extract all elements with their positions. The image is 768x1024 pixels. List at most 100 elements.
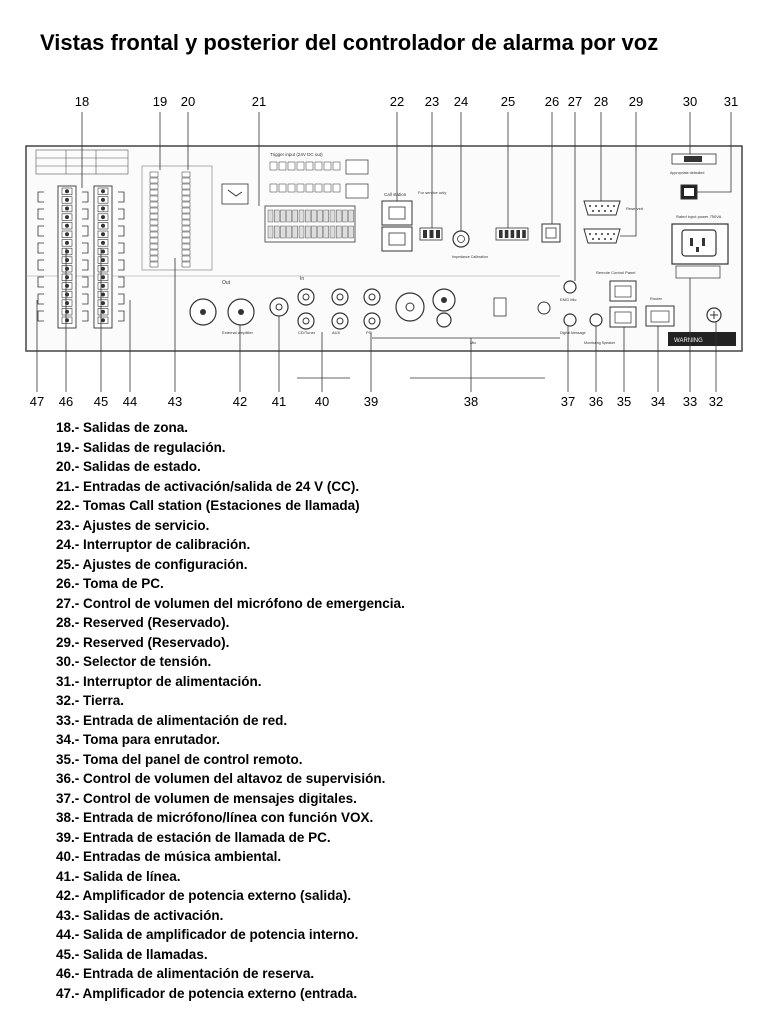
zone-terminal-block-left — [57, 185, 77, 329]
legend-item: 41.- Salida de línea. — [56, 868, 181, 884]
rated-power-label: Rated input power 750VA — [676, 214, 722, 219]
callout-numbers-bottom: 47 46 45 44 43 42 41 40 39 38 37 36 35 34 33 32 — [30, 394, 723, 409]
svg-text:WARNING: WARNING — [674, 338, 703, 344]
calibration-switch: Impedance Calibration — [452, 230, 488, 259]
callout-number: 47 — [30, 394, 44, 409]
legend-item: 42.- Amplificador de potencia externo (s… — [56, 888, 352, 903]
aux-label: AUX — [332, 330, 341, 335]
router-label: Router — [650, 296, 663, 301]
audio-out-xlr-section: Out External amplifier — [189, 280, 289, 335]
zone-terminal-block-right — [93, 185, 113, 329]
pc-usb-socket — [541, 223, 561, 243]
callout-number: 29 — [629, 94, 643, 109]
legend-item: 25.- Ajustes de configuración. — [56, 556, 248, 572]
legend-item: 21.- Entradas de activación/salida de 24… — [56, 478, 360, 494]
pc-label: PC — [366, 330, 372, 335]
mains-inlet: Rated input power 750VA — [671, 214, 729, 279]
callout-number: 34 — [651, 394, 665, 409]
legend-item: 44.- Salida de amplificador de potencia … — [56, 927, 359, 942]
legend-item: 33.- Entrada de alimentación de red. — [56, 712, 288, 728]
callout-number: 22 — [390, 94, 404, 109]
legend-item: 26.- Toma de PC. — [56, 576, 164, 591]
trigger-label: Trigger input (24V DC out) — [270, 152, 323, 157]
legend-item: 22.- Tomas Call station (Estaciones de l… — [56, 498, 360, 513]
reserved-label: Reserved — [626, 206, 643, 211]
callout-number: 24 — [454, 94, 468, 109]
music-inputs-rca: In CD/Tuner AUX PC — [297, 276, 381, 335]
call-station-sockets: Call station — [381, 192, 413, 252]
trigger-input-block: Trigger input (24V DC out) — [264, 152, 369, 243]
callout-number: 45 — [94, 394, 108, 409]
legend-item: 18.- Salidas de zona. — [56, 420, 189, 435]
callout-number: 18 — [75, 94, 89, 109]
ext-amp-label: External amplifier — [222, 330, 254, 335]
legend-item: 46.- Entrada de alimentación de reserva. — [56, 966, 315, 981]
legend-item: 38.- Entrada de micrófono/línea con func… — [56, 810, 374, 825]
legend-item: 20.- Salidas de estado. — [56, 459, 201, 474]
out-label: Out — [222, 280, 231, 286]
callout-number: 23 — [425, 94, 439, 109]
callout-number: 40 — [315, 394, 329, 409]
legend-item: 45.- Salida de llamadas. — [56, 946, 208, 962]
fault-relay-icon — [221, 183, 249, 205]
callout-number: 25 — [501, 94, 515, 109]
legend-item: 40.- Entradas de música ambiental. — [56, 849, 282, 864]
legend-item: 23.- Ajustes de servicio. — [56, 517, 210, 533]
in-label: In — [300, 276, 304, 282]
power-switch — [680, 184, 698, 200]
zone-brackets — [37, 191, 125, 322]
legend-list: 18.- Salidas de zona. 19.- Salidas de reg… — [56, 418, 405, 1003]
configuration-dip-switches — [495, 227, 529, 241]
volume-controls: EMG Mic Digital Message Monitoring Speak… — [560, 280, 616, 345]
voltage-selector: Appropriate defaulted — [670, 153, 717, 175]
callout-number: 41 — [272, 394, 286, 409]
legend-item: 24.- Interruptor de calibración. — [56, 537, 251, 552]
legend-item: 29.- Reserved (Reservado). — [56, 634, 230, 650]
remote-router-sockets: Remote Control Panel Router — [596, 270, 675, 328]
legend-item: 35.- Toma del panel de control remoto. — [56, 751, 303, 767]
page-title: Vistas frontal y posterior del controlad… — [40, 30, 659, 55]
legend-item: 30.- Selector de tensión. — [56, 654, 212, 669]
cd-tuner-label: CD/Tuner — [298, 330, 316, 335]
remote-panel-label: Remote Control Panel — [596, 270, 635, 275]
callout-number: 26 — [545, 94, 559, 109]
impedance-label: Impedance Calibration — [452, 255, 488, 259]
callout-number: 38 — [464, 394, 478, 409]
callout-number: 39 — [364, 394, 378, 409]
callout-number: 36 — [589, 394, 603, 409]
legend-item: 32.- Tierra. — [56, 693, 125, 708]
callout-number: 31 — [724, 94, 738, 109]
legend-item: 19.- Salidas de regulación. — [56, 439, 226, 455]
callout-number: 46 — [59, 394, 73, 409]
callout-number: 19 — [153, 94, 167, 109]
callout-number: 30 — [683, 94, 697, 109]
legend-item: 47.- Amplificador de potencia externo (e… — [56, 985, 358, 1001]
callout-number: 44 — [123, 394, 137, 409]
emg-mic-label: EMG Mic — [560, 297, 576, 302]
callout-number: 35 — [617, 394, 631, 409]
callout-number: 27 — [568, 94, 582, 109]
legend-item: 27.- Control de volumen del micrófono de… — [56, 595, 405, 611]
call-station-label: Call station — [384, 192, 407, 197]
legend-item: 43.- Salidas de activación. — [56, 907, 224, 923]
callout-leader-lines — [36, 112, 732, 392]
callout-number: 42 — [233, 394, 247, 409]
monitoring-label: Monitoring Speaker — [584, 341, 616, 345]
callout-number: 33 — [683, 394, 697, 409]
mic-line-inputs: Mic — [372, 288, 560, 345]
mic-label: Mic — [470, 340, 476, 345]
callout-number: 37 — [561, 394, 575, 409]
warning-label: WARNING — [668, 332, 736, 346]
callout-number: 21 — [252, 94, 266, 109]
callout-number: 20 — [181, 94, 195, 109]
legend-item: 28.- Reserved (Reservado). — [56, 615, 230, 630]
reserved-db9-connectors: Reserved — [583, 200, 643, 244]
digital-message-label: Digital Message — [560, 331, 586, 335]
legend-item: 37.- Control de volumen de mensajes digi… — [56, 790, 357, 806]
legend-item: 39.- Entrada de estación de llamada de P… — [56, 829, 331, 845]
callout-number: 32 — [709, 394, 723, 409]
callout-number: 43 — [168, 394, 182, 409]
regulation-status-terminals — [141, 165, 213, 271]
